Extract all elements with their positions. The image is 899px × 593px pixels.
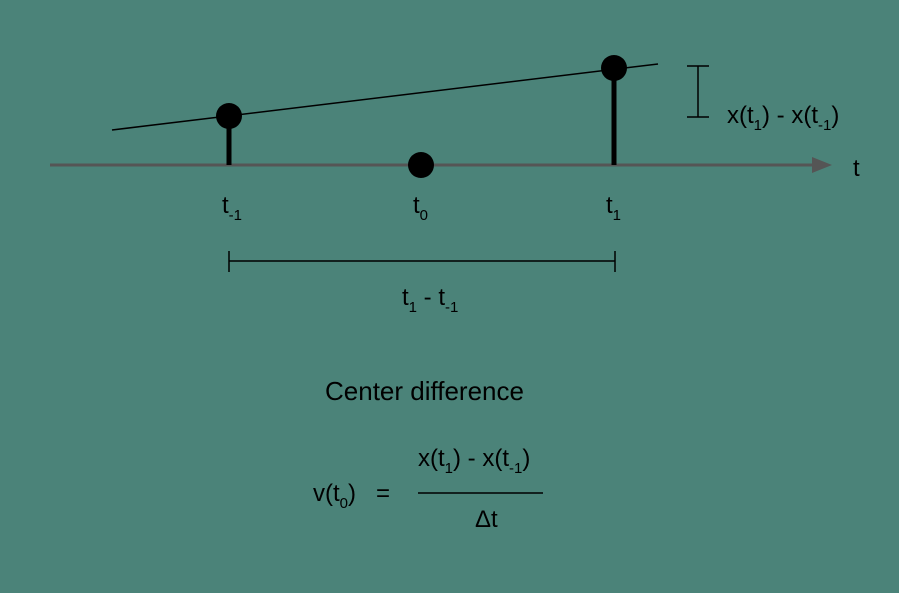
eq-num-sub: 1 — [444, 460, 454, 477]
tick-base: t — [222, 192, 229, 219]
rise-part: ) - x(t — [762, 102, 818, 129]
secant-line — [111, 63, 659, 131]
eq-num-part: ) — [522, 445, 531, 472]
tick-subscript: 0 — [419, 207, 429, 224]
tick-label-t-minus-1: t-1 — [222, 192, 242, 224]
interval-bracket — [228, 251, 616, 272]
equation-numerator: x(t1) - x(t-1) — [418, 445, 531, 476]
eq-num-part: ) - x(t — [453, 445, 509, 472]
point-t-minus-1 — [216, 103, 242, 129]
interval-b-sub: -1 — [445, 299, 459, 316]
interval-b: t — [438, 284, 446, 311]
eq-num-part: x(t — [418, 445, 445, 472]
tick-base: t — [413, 192, 420, 219]
rise-label: x(t1) - x(t-1) — [727, 102, 840, 134]
eq-lhs-post: ) — [348, 480, 357, 507]
equation-equals: = — [376, 480, 391, 507]
interval-label: t1 - t-1 — [402, 284, 458, 316]
interval-sep: - — [417, 284, 439, 311]
rise-bracket — [687, 65, 709, 118]
equation-lhs: v(t0) — [313, 480, 357, 511]
axis-label-t: t — [853, 157, 860, 181]
rise-part: x(t — [727, 102, 754, 129]
eq-num-sub: -1 — [509, 460, 523, 477]
tick-label-t-1: t1 — [606, 192, 621, 224]
axis-label-text: t — [853, 155, 860, 182]
point-t-0 — [408, 152, 434, 178]
time-axis-arrowhead — [812, 157, 832, 173]
tick-label-t-0: t0 — [413, 192, 428, 224]
point-t-1 — [601, 55, 627, 81]
diagram-title: Center difference — [325, 376, 524, 406]
equation-denominator: Δt — [475, 506, 498, 533]
eq-lhs-pre: v(t — [313, 480, 340, 507]
tick-subscript: -1 — [228, 207, 243, 224]
tick-subscript: 1 — [612, 207, 622, 224]
interval-a: t — [402, 284, 409, 311]
rise-sub: -1 — [818, 117, 832, 134]
rise-sub: 1 — [753, 117, 763, 134]
tick-base: t — [606, 192, 613, 219]
eq-lhs-sub: 0 — [339, 495, 349, 512]
rise-part: ) — [831, 102, 840, 129]
interval-a-sub: 1 — [408, 299, 418, 316]
